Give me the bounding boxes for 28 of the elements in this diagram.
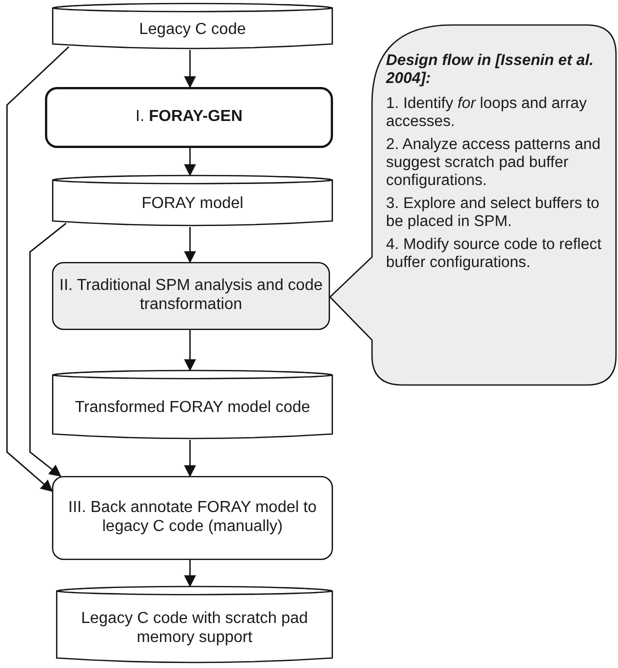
- data-cylinder: [52, 3, 333, 50]
- process-box: [52, 262, 330, 330]
- callout-heading: Design flow in [Issenin et al. 2004]:: [386, 52, 595, 88]
- arrow: [184, 50, 196, 88]
- step-text: 2. Analyze access patterns and suggest scratch pad buffer configurations.: [386, 136, 602, 190]
- process-box: [52, 476, 333, 560]
- process-box: [45, 87, 333, 148]
- step-text: 3. Explore and select buffers to be placed in SPM.: [386, 195, 600, 231]
- data-cylinder: [52, 370, 333, 440]
- arrow: [184, 440, 196, 478]
- node-label: I. FORAY-GEN: [136, 107, 242, 126]
- arrow: [184, 227, 196, 264]
- callout-bubble: [328, 24, 617, 386]
- data-cylinder: [56, 586, 333, 664]
- node-label: Transformed FORAY model code: [74, 398, 310, 417]
- node-label: Legacy C code: [139, 20, 246, 38]
- node-label: FORAY model: [142, 194, 244, 213]
- data-cylinder: [52, 175, 333, 227]
- step-text: 4. Modify source code to reflect buffer configurations.: [386, 236, 602, 272]
- step-text: 1. Identify for loops and array accesses.: [386, 95, 588, 131]
- arrow: [184, 560, 196, 588]
- node-label: III. Back annotate FORAY model to legacy C code (manually): [67, 498, 318, 536]
- arrow: [29, 222, 66, 477]
- node-label: Legacy C code with scratch pad memory support: [80, 608, 309, 646]
- arrow: [184, 330, 196, 372]
- node-label: II. Traditional SPM analysis and code transformation: [58, 276, 324, 314]
- arrow: [6, 46, 70, 492]
- arrow: [184, 148, 196, 176]
